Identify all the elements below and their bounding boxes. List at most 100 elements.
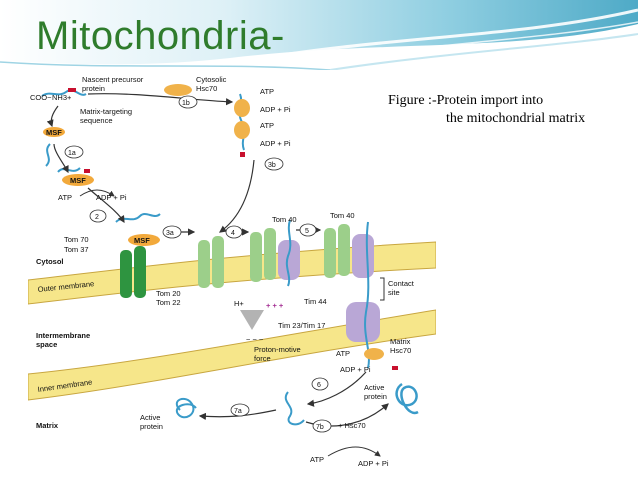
- svg-text:4: 4: [231, 230, 235, 237]
- tom20-complex: [198, 240, 210, 288]
- tom70-receptor: [120, 250, 132, 298]
- svg-text:1b: 1b: [182, 100, 190, 107]
- caption-line-2: the mitochondrial matrix: [446, 111, 586, 126]
- svg-text:5: 5: [305, 228, 309, 235]
- label-hplus: H+: [234, 299, 244, 308]
- msf-chain-1: [45, 143, 51, 167]
- cytosolic-hsc70: [164, 84, 192, 96]
- label-cytosolic: Cytosolic: [196, 75, 227, 84]
- step-3b: 3b: [264, 157, 284, 171]
- step-3a: 3a: [162, 225, 182, 239]
- tom-complex-2a: [250, 232, 262, 282]
- svg-text:3b: 3b: [268, 162, 276, 169]
- label-tom40-a: Tom 40: [272, 215, 297, 224]
- arrow-1b: [87, 93, 234, 106]
- msf-protein-2: [62, 174, 94, 186]
- tom-complex-3a: [324, 228, 336, 278]
- arrow-1a: [46, 105, 59, 128]
- step-7a: 7a: [230, 403, 250, 417]
- label-nascent-2: protein: [82, 84, 105, 93]
- label-adp-3: ADP + Pi: [260, 139, 291, 148]
- step-1a: 1a: [64, 145, 84, 159]
- active-protein-right: [395, 382, 419, 415]
- svg-text:3a: 3a: [166, 230, 174, 237]
- signal-sequence-2: [240, 152, 245, 157]
- label-tim23: Tim 23/Tim 17: [278, 321, 325, 330]
- label-tom37: Tom 37: [64, 245, 89, 254]
- tom-complex-2b: [264, 228, 276, 280]
- label-msf-2: MSF: [70, 176, 86, 185]
- svg-text:7a: 7a: [234, 408, 242, 415]
- msf-protein-1: [43, 127, 65, 137]
- arrow-3b: [219, 159, 255, 233]
- unfolded-protein: [284, 391, 305, 426]
- tim23-tim17-complex: [346, 302, 380, 342]
- label-nh3: NH3+: [52, 93, 72, 102]
- step-4: 4: [225, 225, 243, 239]
- label-tom20: Tom 20: [156, 289, 181, 298]
- nascent-chain: [41, 89, 87, 97]
- label-nascent: Nascent precursor: [82, 75, 144, 84]
- signal-sequence-4: [392, 366, 398, 370]
- label-active-protein-2: protein: [140, 422, 163, 431]
- tom40-pore-1: [278, 240, 300, 280]
- signal-sequence: [68, 88, 76, 92]
- svg-text:1a: 1a: [68, 150, 76, 157]
- step-6: 6: [311, 377, 329, 391]
- arrow-msf: [53, 143, 69, 174]
- header-decoration: [0, 0, 638, 70]
- tom40-pore-2: [352, 234, 374, 278]
- label-msf-1: MSF: [46, 128, 62, 137]
- label-atp-4: ATP: [336, 349, 350, 358]
- proton-motive-triangle: [240, 310, 264, 330]
- hsc70-chaperone-1: [234, 99, 250, 117]
- tom37-receptor: [134, 246, 146, 298]
- label-adp-2: ADP + Pi: [260, 105, 291, 114]
- label-plus: + + +: [266, 301, 284, 310]
- label-matrix-hsc-2: Hsc70: [390, 346, 411, 355]
- svg-text:7b: 7b: [316, 424, 324, 431]
- label-active-protein-3: Active: [364, 383, 384, 392]
- label-hsc70-plus: + Hsc70: [338, 421, 366, 430]
- caption-line-1: Figure :-Protein import into: [388, 93, 544, 108]
- figure-caption: Figure :-Protein import into the mitocho…: [388, 92, 585, 128]
- label-active-protein-4: protein: [364, 392, 387, 401]
- tom22-complex: [212, 236, 224, 288]
- label-tom22: Tom 22: [156, 298, 181, 307]
- label-mts-2: sequence: [80, 116, 113, 125]
- label-tom70: Tom 70: [64, 235, 89, 244]
- label-tim44: Tim 44: [304, 297, 327, 306]
- label-pmf: Proton-motive: [254, 345, 301, 354]
- msf-chain-2: [57, 167, 81, 173]
- outer-membrane: [28, 241, 436, 305]
- arrow-2: [87, 187, 125, 224]
- active-protein-left: [175, 397, 197, 419]
- hsc70-chaperone-2: [234, 121, 250, 139]
- import-chain-1: [285, 219, 292, 287]
- label-active-protein: Active: [140, 413, 160, 422]
- label-intermembrane-2: space: [36, 340, 57, 349]
- label-adp-5: ADP + Pi: [358, 459, 389, 468]
- label-intermembrane: Intermembrane: [36, 331, 90, 340]
- tom-complex-3b: [338, 224, 350, 276]
- label-pmf-2: force: [254, 354, 271, 363]
- label-contact: Contact: [388, 279, 415, 288]
- label-atp-2: ATP: [260, 87, 274, 96]
- step-7b: 7b: [312, 419, 332, 433]
- label-contact-2: site: [388, 288, 400, 297]
- label-atp-5: ATP: [310, 455, 324, 464]
- label-msf-3: MSF: [134, 236, 150, 245]
- slide-title: Mitochondria-: [36, 14, 285, 58]
- step-1b: 1b: [178, 95, 198, 109]
- protein-import-diagram: Nascent precursor protein Cytosolic Hsc7…: [28, 75, 436, 468]
- label-atp-3: ATP: [260, 121, 274, 130]
- step-5: 5: [299, 223, 317, 237]
- atp-arc-top: [79, 189, 115, 197]
- label-minus: − − −: [246, 335, 264, 344]
- atp-arc-bottom: [327, 446, 381, 457]
- label-matrix: Matrix: [36, 421, 59, 430]
- matrix-hsc70: [364, 348, 384, 360]
- msf-protein-3: [128, 234, 160, 246]
- label-atp-1: ATP: [58, 193, 72, 202]
